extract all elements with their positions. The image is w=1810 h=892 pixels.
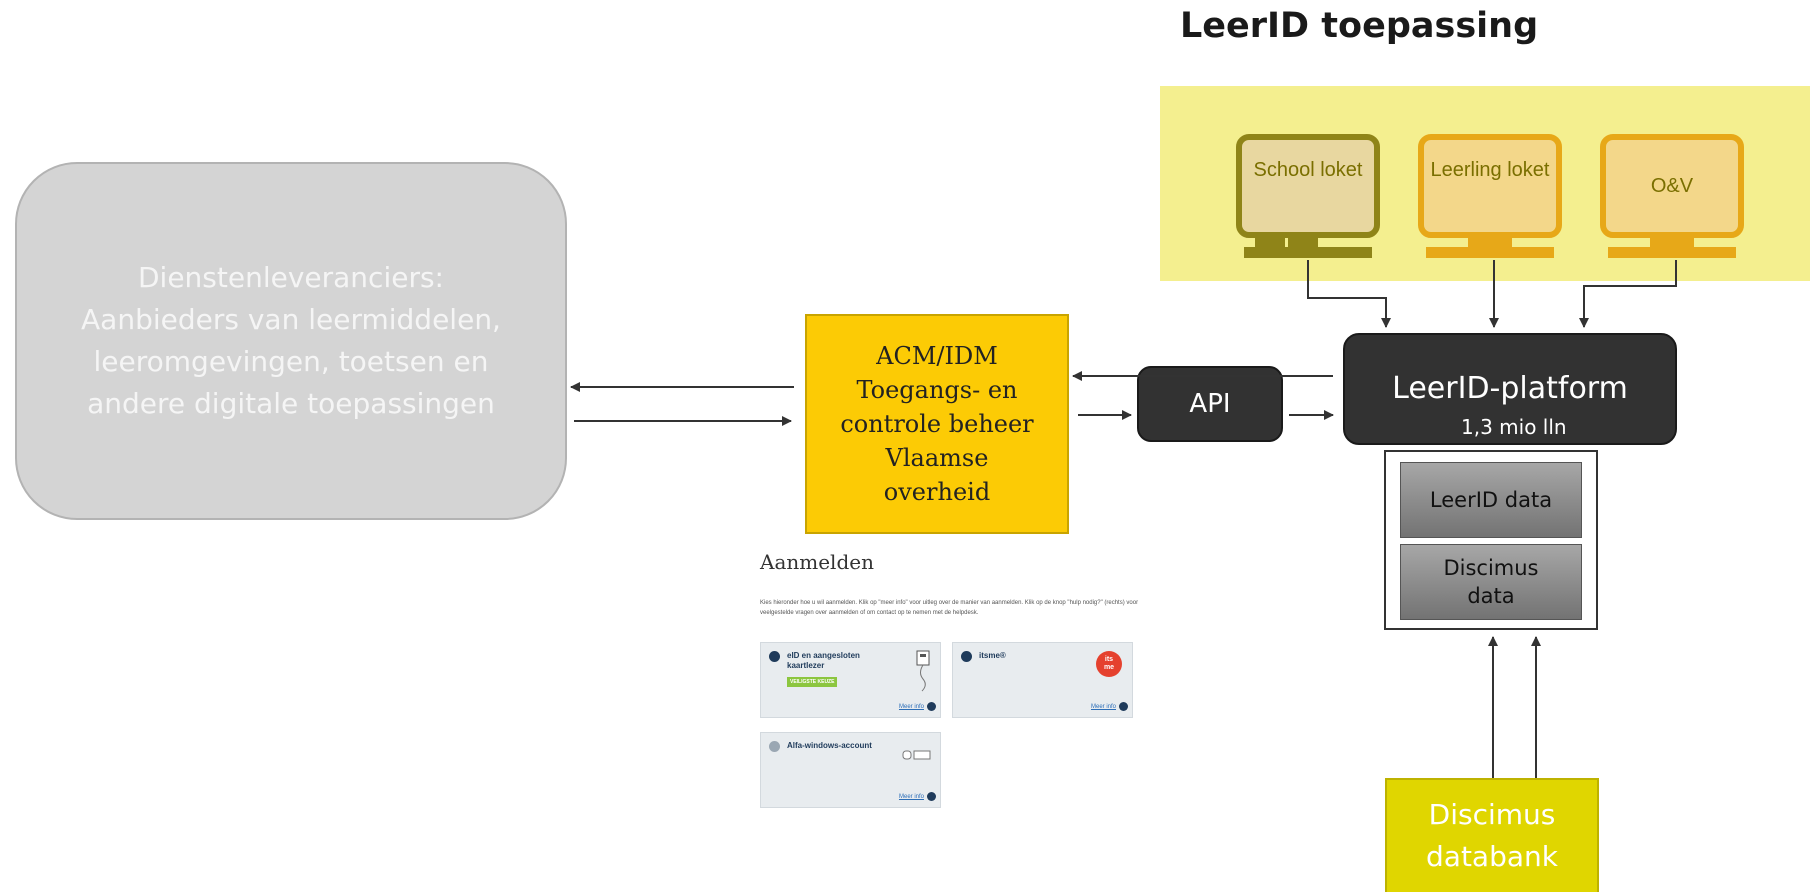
more-info-link[interactable]: Meer info bbox=[898, 704, 924, 710]
login-option-itsme[interactable]: itsme® its me Meer info bbox=[952, 642, 1133, 718]
page-title: LeerID toepassing bbox=[1180, 6, 1539, 46]
monitor-label-school: School loket bbox=[1253, 159, 1363, 181]
monitor-icon bbox=[1236, 134, 1380, 258]
chevron-right-icon bbox=[769, 741, 780, 752]
chevron-right-icon bbox=[961, 651, 972, 662]
leerid-data-label: LeerID data bbox=[1429, 488, 1553, 512]
data-store: LeerID data Discimus data bbox=[1384, 450, 1598, 630]
more-info-link[interactable]: Meer info bbox=[1090, 704, 1116, 710]
help-icon[interactable] bbox=[927, 702, 936, 711]
chevron-right-icon bbox=[769, 651, 780, 662]
login-option-label: itsme® bbox=[979, 651, 1006, 660]
itsme-logo: its me bbox=[1096, 651, 1122, 677]
monitor-label-leerling: Leerling loket bbox=[1430, 159, 1550, 181]
platform-subtitle: 1,3 mio lln bbox=[1461, 415, 1567, 439]
login-screenshot: Aanmelden Kies hieronder hoe u wil aanme… bbox=[760, 550, 1140, 815]
login-option-label: eID en aangesloten kaartlezer bbox=[787, 651, 860, 670]
platform-title: LeerID-platform bbox=[1392, 371, 1628, 406]
acm-idm-text: ACM/IDM Toegangs- en controle beheer Vla… bbox=[840, 342, 1034, 506]
monitor-leerling-loket: Leerling loket bbox=[1418, 134, 1562, 260]
help-icon[interactable] bbox=[927, 792, 936, 801]
key-card-icon bbox=[902, 750, 931, 760]
more-info-link[interactable]: Meer info bbox=[898, 794, 924, 800]
discimus-databank-label: Discimus databank bbox=[1426, 798, 1558, 873]
discimus-data-box: Discimus data bbox=[1400, 544, 1582, 620]
login-option-alfa[interactable]: Alfa-windows-account Meer info bbox=[760, 732, 941, 808]
login-intro-text: Kies hieronder hoe u wil aanmelden. Klik… bbox=[760, 600, 1139, 616]
monitor-school-loket: School loket bbox=[1236, 134, 1380, 260]
acm-idm-box: ACM/IDM Toegangs- en controle beheer Vla… bbox=[805, 314, 1069, 534]
login-title: Aanmelden bbox=[760, 550, 874, 574]
service-providers-text: Dienstenleveranciers: Aanbieders van lee… bbox=[81, 261, 501, 420]
help-icon[interactable] bbox=[1119, 702, 1128, 711]
card-reader-icon bbox=[916, 650, 930, 692]
arrow-school-to-platform bbox=[1307, 260, 1391, 328]
leerid-platform-box: LeerID-platform 1,3 mio lln bbox=[1343, 333, 1677, 445]
safest-choice-badge: VEILIGSTE KEUZE bbox=[787, 677, 838, 687]
discimus-databank-box: Discimus databank bbox=[1385, 778, 1599, 892]
api-label: API bbox=[1189, 389, 1231, 419]
login-option-label: Alfa-windows-account bbox=[787, 741, 872, 750]
monitor-label-ov: O&V bbox=[1650, 175, 1694, 197]
monitor-icon bbox=[1600, 134, 1744, 258]
monitor-ov: O&V bbox=[1600, 134, 1744, 260]
monitor-icon bbox=[1418, 134, 1562, 258]
service-providers-box: Dienstenleveranciers: Aanbieders van lee… bbox=[15, 162, 567, 520]
login-option-eid[interactable]: eID en aangesloten kaartlezer VEILIGSTE … bbox=[760, 642, 941, 718]
discimus-data-label: Discimus data bbox=[1443, 556, 1539, 608]
arrow-ov-to-platform bbox=[1579, 260, 1677, 328]
leerid-data-box: LeerID data bbox=[1400, 462, 1582, 538]
api-box: API bbox=[1137, 366, 1283, 442]
